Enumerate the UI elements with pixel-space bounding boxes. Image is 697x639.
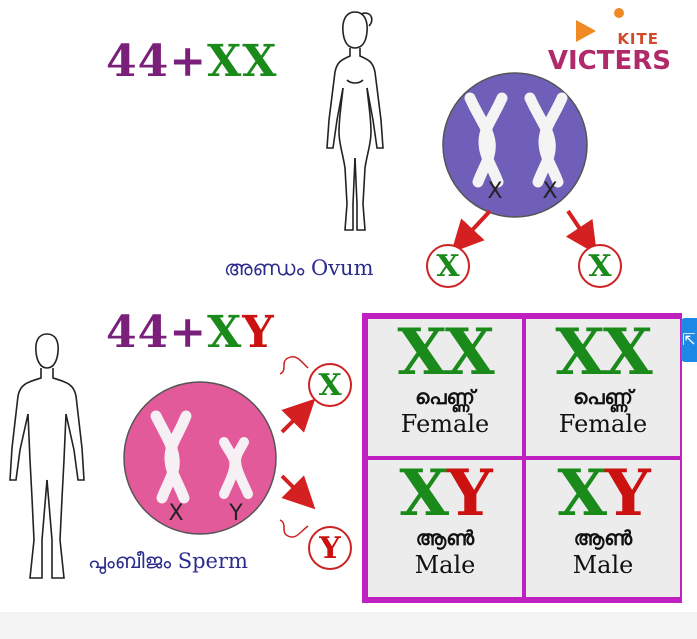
genotype-letter: X	[397, 315, 445, 390]
female-karyotype: 44+XX	[106, 36, 277, 87]
sex-chromosome-x: X	[207, 307, 242, 358]
chromosome-label: X	[168, 501, 183, 526]
male-karyotype: 44+XY	[106, 307, 275, 358]
arrow-icon	[462, 211, 490, 241]
offspring-cell-female: XX പെണ്ണ് Female	[524, 317, 682, 458]
ovum-arrows	[440, 205, 610, 255]
offspring-label-malayalam: പെണ്ണ്	[368, 385, 522, 409]
offspring-cell-male: XY ആൺ Male	[366, 458, 524, 599]
offspring-label-malayalam: പെണ്ണ്	[526, 385, 680, 409]
offspring-label-english: Female	[526, 409, 680, 439]
sperm-parent-cell: X Y	[120, 378, 280, 538]
arrow-icon	[282, 410, 304, 432]
side-panel-tab[interactable]: ⇱	[681, 318, 697, 362]
male-silhouette-icon	[2, 330, 92, 586]
sperm-tail-icon	[280, 357, 308, 374]
genotype-letter: X	[603, 315, 651, 390]
punnett-square: XX പെണ്ണ് Female XX പെണ്ണ് Female XY ആൺ …	[362, 313, 682, 603]
genotype-letter: Y	[447, 456, 491, 531]
genotype-letter: X	[445, 315, 493, 390]
offspring-label-english: Male	[368, 550, 522, 580]
offspring-label-english: Female	[368, 409, 522, 439]
autosome-count: 44+	[106, 307, 207, 358]
logo-dot-icon	[614, 8, 624, 18]
sex-chromosome-x: X	[242, 36, 277, 87]
bottom-bar	[0, 612, 697, 639]
offspring-label-malayalam: ആൺ	[368, 526, 522, 550]
offspring-cell-female: XX പെണ്ണ് Female	[366, 317, 524, 458]
chromosome-label: X	[542, 179, 557, 204]
genotype-letter: Y	[605, 456, 649, 531]
offspring-label-malayalam: ആൺ	[526, 526, 680, 550]
autosome-count: 44+	[106, 36, 207, 87]
sperm-gamete-x: X	[308, 363, 352, 407]
sperm-gamete-y: Y	[308, 526, 352, 570]
sperm-tail-icon	[280, 520, 308, 537]
sex-chromosome-x: X	[207, 36, 242, 87]
ovum-gamete-x: X	[578, 244, 622, 288]
ovum-parent-cell: X X	[440, 70, 590, 220]
female-silhouette-icon	[315, 8, 395, 240]
arrow-icon	[282, 476, 304, 498]
play-triangle-icon	[576, 20, 596, 42]
arrow-icon	[568, 211, 588, 241]
sperm-cell-circle	[124, 382, 276, 534]
genotype-letter: X	[555, 315, 603, 390]
ovum-label: അണ്ഡം Ovum	[224, 256, 373, 281]
genotype-letter: X	[399, 456, 447, 531]
chromosome-label: X	[487, 179, 502, 204]
ovum-gamete-x: X	[426, 244, 470, 288]
offspring-cell-male: XY ആൺ Male	[524, 458, 682, 599]
offspring-label-english: Male	[526, 550, 680, 580]
kite-victers-logo: KITE VICTERS	[560, 8, 685, 78]
chromosome-label: Y	[228, 501, 243, 526]
sperm-label: പുംബീജം Sperm	[88, 549, 248, 574]
genotype-letter: X	[557, 456, 605, 531]
